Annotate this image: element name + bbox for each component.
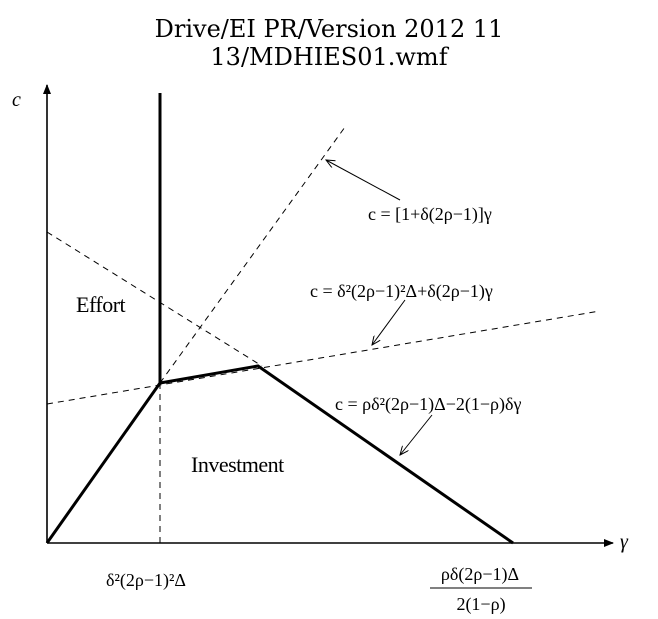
lower-equation: c = ρδ²(2ρ−1)Δ−2(1−ρ)δγ [335,394,521,415]
pointer-middle-equation [372,299,406,345]
x-tick-left: δ²(2ρ−1)²Δ [106,570,186,591]
effort-region-label: Effort [76,292,126,317]
descending-dashed-line [46,231,263,367]
x-axis-label: γ [620,531,629,553]
figure-title-line-1: Drive/EI PR/Version 2012 11 [154,15,504,43]
investment-region-label: Investment [191,452,284,477]
x-tick-right-numerator: ρδ(2ρ−1)Δ [441,564,519,585]
middle-equation: c = δ²(2ρ−1)²Δ+δ(2ρ−1)γ [310,281,493,302]
middle-dashed-line [46,310,601,405]
figure-title-line-2: 13/MDHIES01.wmf [210,43,448,71]
x-tick-right-denominator: 2(1−ρ) [456,594,505,615]
upper-equation: c = [1+δ(2ρ−1)]γ [368,204,492,225]
upper-dashed-line [159,126,346,384]
y-axis-label: c [12,89,21,111]
pointer-upper-equation [326,160,401,201]
investment-boundary [45,364,514,545]
pointer-lower-equation [400,414,433,455]
